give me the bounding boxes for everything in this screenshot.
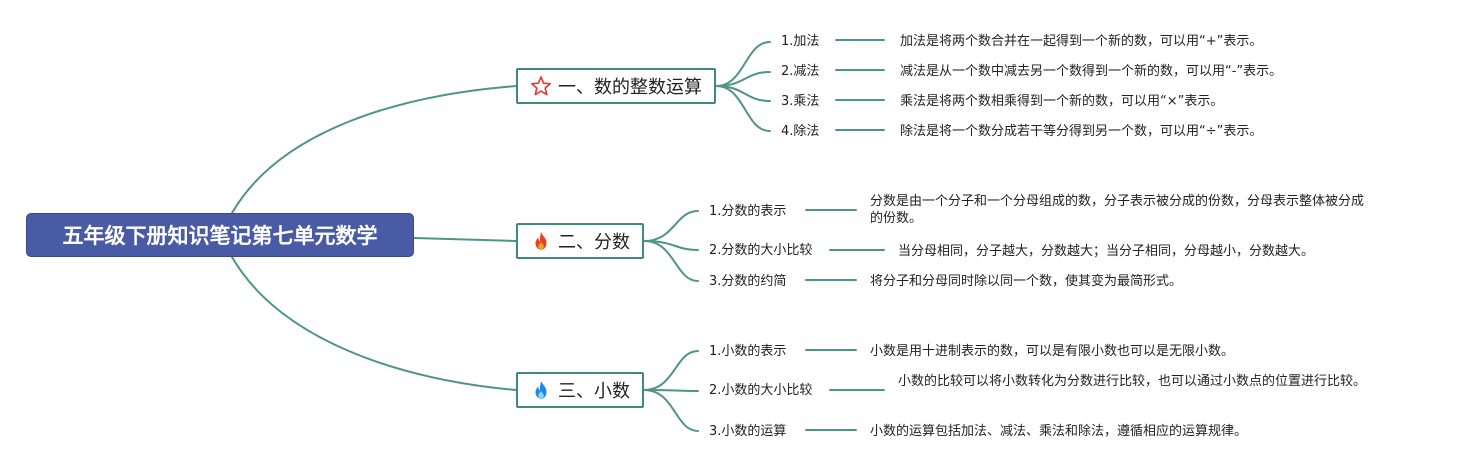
connector-s3-item-3	[643, 389, 699, 432]
item-description[interactable]: 分数是由一个分子和一个分母组成的数，分子表示被分成的份数，分母表示整体被分成的份…	[870, 194, 1365, 226]
blue-flame-icon	[530, 379, 552, 401]
star-icon	[530, 75, 552, 97]
item-label[interactable]: 1.分数的表示	[709, 204, 787, 219]
connector-s3-item-1	[643, 350, 699, 391]
item-label[interactable]: 3.乘法	[781, 94, 820, 109]
connector-root-section-2	[413, 237, 517, 242]
item-description[interactable]: 将分子和分母同时除以同一个数，使其变为最简形式。	[870, 274, 1183, 289]
item-label[interactable]: 4.除法	[781, 124, 820, 139]
item-label[interactable]: 3.小数的运算	[709, 424, 787, 439]
item-description[interactable]: 小数是用十进制表示的数，可以是有限小数也可以是无限小数。	[870, 344, 1235, 359]
connector-root-section-3	[231, 256, 517, 391]
section-topic-3[interactable]: 三、小数	[516, 372, 644, 408]
item-description[interactable]: 小数的比较可以将小数转化为分数进行比较，也可以通过小数点的位置进行比较。	[898, 374, 1367, 389]
connector-root-section-1	[231, 85, 517, 214]
item-label[interactable]: 2.小数的大小比较	[709, 383, 813, 398]
item-label[interactable]: 1.小数的表示	[709, 344, 787, 359]
item-label[interactable]: 2.减法	[781, 64, 820, 79]
fire-icon	[530, 230, 552, 252]
item-label[interactable]: 3.分数的约简	[709, 274, 787, 289]
item-description[interactable]: 小数的运算包括加法、减法、乘法和除法，遵循相应的运算规律。	[870, 424, 1248, 439]
section-title: 一、数的整数运算	[558, 77, 702, 98]
item-description[interactable]: 减法是从一个数中减去另一个数得到一个新的数，可以用“-”表示。	[900, 64, 1283, 79]
section-title: 三、小数	[558, 381, 630, 402]
section-title: 二、分数	[558, 232, 630, 253]
item-label[interactable]: 1.加法	[781, 34, 820, 49]
item-description[interactable]: 除法是将一个数分成若干等分得到另一个数，可以用“÷”表示。	[900, 124, 1263, 139]
connector-s1-item-4	[715, 85, 771, 132]
section-topic-1[interactable]: 一、数的整数运算	[516, 68, 716, 104]
section-topic-2[interactable]: 二、分数	[516, 223, 644, 259]
connector-s2-item-3	[643, 240, 699, 282]
item-label[interactable]: 2.分数的大小比较	[709, 243, 813, 258]
item-description[interactable]: 乘法是将两个数相乘得到一个新的数，可以用“×”表示。	[900, 94, 1224, 109]
item-description[interactable]: 当分母相同，分子越大，分数越大；当分子相同，分母越小，分数越大。	[898, 244, 1315, 259]
root-topic[interactable]: 五年级下册知识笔记第七单元数学	[26, 213, 414, 257]
connector-s2-item-1	[643, 210, 699, 242]
item-description[interactable]: 加法是将两个数合并在一起得到一个新的数，可以用“+”表示。	[900, 34, 1263, 49]
